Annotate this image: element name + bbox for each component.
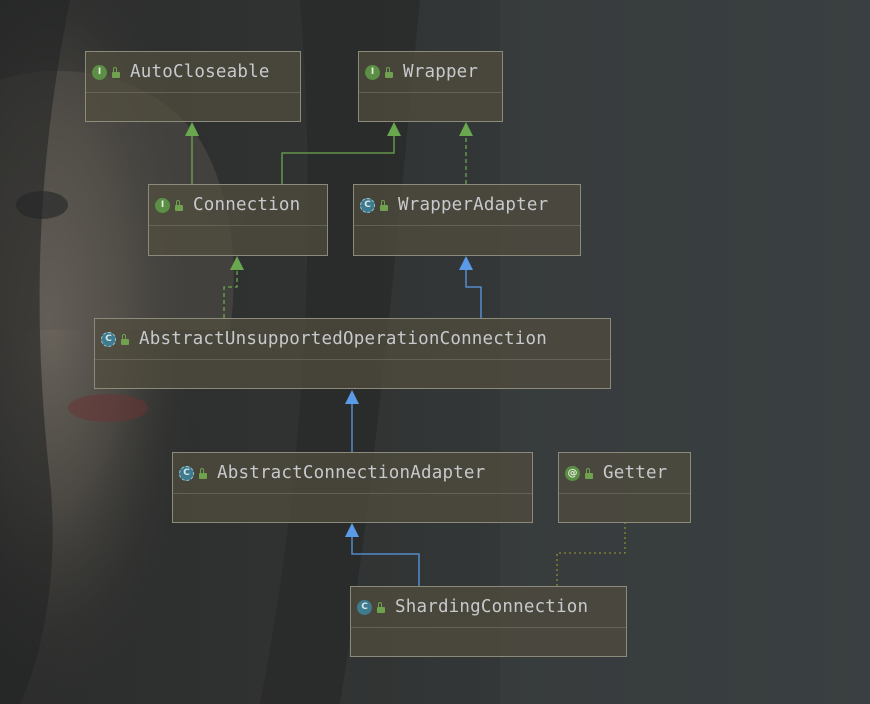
- annotation-icon: @: [565, 465, 580, 481]
- node-title: Connection: [193, 195, 301, 215]
- node-title: WrapperAdapter: [398, 195, 549, 215]
- node-connection[interactable]: I Connection: [148, 184, 328, 256]
- class-icon: C: [357, 599, 372, 615]
- node-abstractconnectionadapter[interactable]: C AbstractConnectionAdapter: [172, 452, 533, 523]
- edge-abstractunsupported-extends-wrapperadapter: [459, 256, 482, 318]
- edge-connection-extends-wrapper: [281, 122, 401, 184]
- public-lock-icon: [199, 468, 207, 479]
- public-lock-icon: [175, 200, 183, 211]
- edge-shardingconnection-extends-abstractconnectionadapter: [345, 523, 420, 586]
- node-wrapperadapter[interactable]: C WrapperAdapter: [353, 184, 581, 256]
- interface-icon: I: [155, 197, 170, 213]
- interface-icon: I: [92, 64, 107, 80]
- public-lock-icon: [380, 200, 388, 211]
- node-header: C ShardingConnection: [351, 587, 626, 628]
- arrowhead-icon: [387, 122, 401, 136]
- node-title: Wrapper: [403, 62, 479, 82]
- arrowhead-icon: [230, 256, 244, 270]
- abstract-class-icon: C: [101, 331, 116, 347]
- node-header: C AbstractUnsupportedOperationConnection: [95, 319, 610, 360]
- interface-icon: I: [365, 64, 380, 80]
- arrowhead-icon: [345, 390, 359, 404]
- node-title: AbstractUnsupportedOperationConnection: [139, 329, 547, 349]
- public-lock-icon: [112, 67, 120, 78]
- public-lock-icon: [385, 67, 393, 78]
- arrowhead-icon: [345, 523, 359, 537]
- abstract-class-icon: C: [360, 197, 375, 213]
- node-getter[interactable]: @ Getter: [558, 452, 691, 523]
- edge-abstractunsupported-implements-connection: [223, 256, 244, 318]
- node-abstractunsupportedoperationconnection[interactable]: C AbstractUnsupportedOperationConnection: [94, 318, 611, 389]
- public-lock-icon: [585, 468, 593, 479]
- node-wrapper[interactable]: I Wrapper: [358, 51, 503, 122]
- arrowhead-icon: [459, 122, 473, 136]
- node-title: AbstractConnectionAdapter: [217, 463, 486, 483]
- node-title: ShardingConnection: [395, 597, 589, 617]
- node-autocloseable[interactable]: I AutoCloseable: [85, 51, 301, 122]
- node-header: @ Getter: [559, 453, 690, 494]
- node-shardingconnection[interactable]: C ShardingConnection: [350, 586, 627, 657]
- public-lock-icon: [121, 334, 129, 345]
- node-header: C AbstractConnectionAdapter: [173, 453, 532, 494]
- arrowhead-icon: [459, 256, 473, 270]
- edge-connection-extends-autocloseable: [185, 122, 199, 184]
- node-header: I AutoCloseable: [86, 52, 300, 93]
- edge-wrapperadapter-implements-wrapper: [459, 122, 473, 184]
- public-lock-icon: [377, 602, 385, 613]
- edge-shardingconnection-annotated-getter: [556, 523, 626, 586]
- abstract-class-icon: C: [179, 465, 194, 481]
- arrowhead-icon: [185, 122, 199, 136]
- node-title: Getter: [603, 463, 668, 483]
- node-header: I Connection: [149, 185, 327, 226]
- node-header: C WrapperAdapter: [354, 185, 580, 226]
- edge-abstractconnectionadapter-extends-abstractunsupported: [345, 390, 359, 452]
- node-header: I Wrapper: [359, 52, 502, 93]
- node-title: AutoCloseable: [130, 62, 270, 82]
